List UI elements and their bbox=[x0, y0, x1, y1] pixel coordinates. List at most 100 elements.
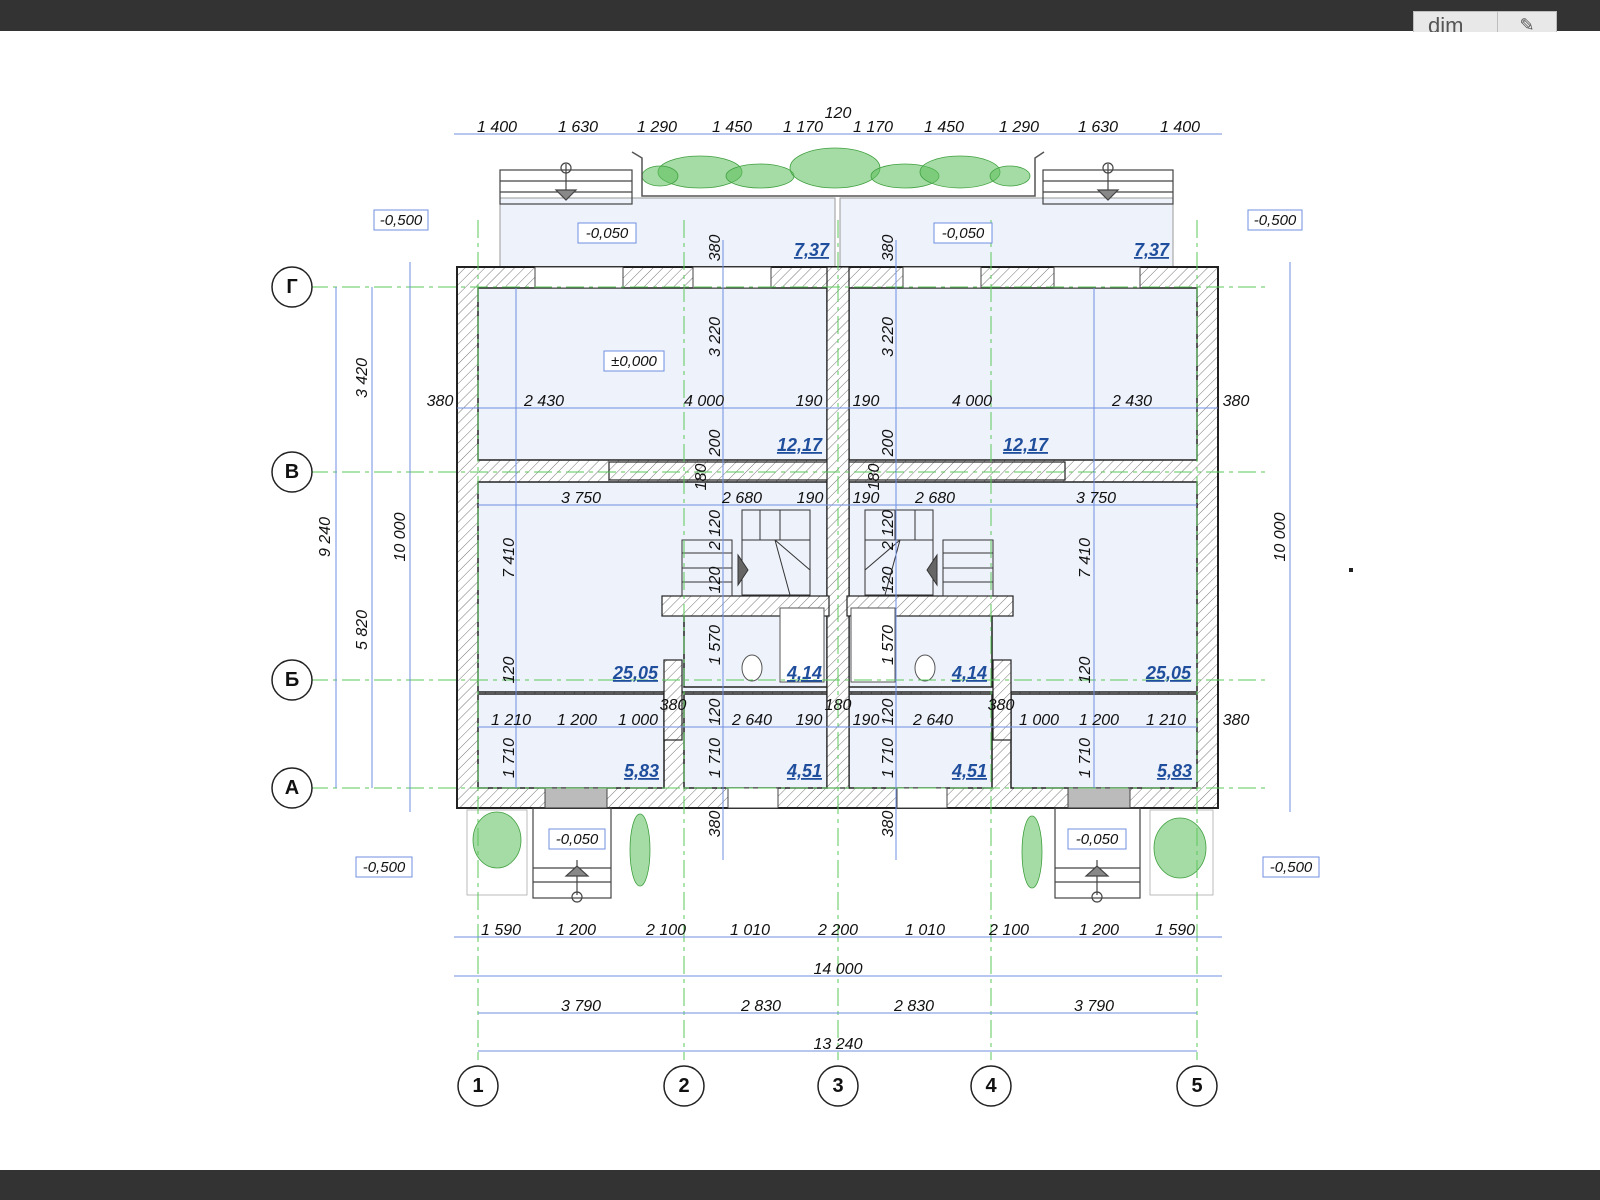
dim-row3-4: 380 bbox=[660, 697, 687, 714]
viewer-bottom-bar bbox=[0, 1170, 1600, 1200]
dim-v-120-mid-right: 120 bbox=[880, 699, 897, 726]
axis-label-v: В bbox=[285, 461, 299, 483]
dim-v-120-left: 120 bbox=[501, 657, 518, 684]
dim-v-1710-inner-right: 1 710 bbox=[880, 738, 897, 778]
dim-v-200-right: 200 bbox=[880, 430, 897, 458]
dim-top-4: 1 450 bbox=[712, 119, 752, 136]
rooms bbox=[477, 287, 1198, 789]
area-wc-right: 4,51 bbox=[951, 761, 987, 781]
area-entry-left: 5,83 bbox=[624, 761, 659, 781]
dim-v-7410-left: 7 410 bbox=[501, 538, 518, 578]
dim-bottom-7: 2 100 bbox=[988, 922, 1029, 939]
dim-bottom-2: 1 200 bbox=[556, 922, 596, 939]
dim-top-2: 1 630 bbox=[558, 119, 598, 136]
area-living-right: 12,17 bbox=[1003, 435, 1049, 455]
top-step-left bbox=[499, 162, 633, 205]
dim-axis-2-3: 2 830 bbox=[740, 998, 781, 1015]
level-outer-bottom-left: -0,500 bbox=[363, 859, 406, 876]
level-terrace-left: -0,050 bbox=[586, 225, 629, 242]
dim-v-380-top-right: 380 bbox=[880, 235, 897, 262]
dim-row3-1: 1 210 bbox=[491, 712, 531, 729]
dim-v-3220-left: 3 220 bbox=[707, 317, 724, 357]
area-terrace-right: 7,37 bbox=[1134, 240, 1170, 260]
area-wc-left: 4,51 bbox=[786, 761, 822, 781]
dim-v-2120-right: 2 120 bbox=[880, 510, 897, 551]
dim-v-1710-inner-left: 1 710 bbox=[707, 738, 724, 778]
axis-label-g: Г bbox=[286, 276, 297, 298]
entrance-right bbox=[1054, 807, 1141, 903]
dim-v-1570-left: 1 570 bbox=[707, 625, 724, 665]
dim-bottom-1: 1 590 bbox=[481, 922, 521, 939]
tool-icon[interactable]: ✎ bbox=[1497, 11, 1557, 32]
dim-left-outer: 9 240 bbox=[317, 517, 334, 557]
dim-v-380-bottom-right: 380 bbox=[880, 811, 897, 838]
dim-row3-13: 380 bbox=[1223, 712, 1250, 729]
dim-axis-1-2: 3 790 bbox=[561, 998, 601, 1015]
dim-bottom-4: 1 010 bbox=[730, 922, 770, 939]
bath-fixtures bbox=[741, 607, 936, 683]
dim-v-1570-right: 1 570 bbox=[880, 625, 897, 665]
dim-row2-5: 2 680 bbox=[914, 490, 955, 507]
interior-stair-left bbox=[681, 509, 811, 597]
shrubs-bottom bbox=[466, 809, 1214, 896]
dim-v-7410-right: 7 410 bbox=[1077, 538, 1094, 578]
dim-v-2120-left: 2 120 bbox=[707, 510, 724, 551]
dim-left-a: 3 420 bbox=[354, 358, 371, 398]
level-terrace-right: -0,050 bbox=[942, 225, 985, 242]
level-floor: ±0,000 bbox=[611, 353, 657, 370]
axis-bubbles bbox=[271, 266, 1218, 1107]
level-entrance-right: -0,050 bbox=[1076, 831, 1119, 848]
level-entrance-left: -0,050 bbox=[556, 831, 599, 848]
dim-v-120-right: 120 bbox=[1077, 657, 1094, 684]
dim-v-1710-left: 1 710 bbox=[501, 738, 518, 778]
axis-label-5: 5 bbox=[1191, 1075, 1202, 1097]
dim-row3-11: 1 200 bbox=[1079, 712, 1119, 729]
dim-v-120-mid-left: 120 bbox=[707, 699, 724, 726]
dim-left-full: 10 000 bbox=[392, 512, 409, 561]
dim-row1-1: 380 bbox=[427, 393, 454, 410]
dim-v-120-stair-left: 120 bbox=[707, 567, 724, 594]
hedge-top bbox=[641, 147, 1031, 189]
level-outer-bottom-right: -0,500 bbox=[1270, 859, 1313, 876]
dim-v-380-bottom-left: 380 bbox=[707, 811, 724, 838]
dim-v-180-right: 180 bbox=[866, 464, 883, 491]
stray-dot bbox=[1349, 568, 1353, 572]
dim-v-380-top-left: 380 bbox=[707, 235, 724, 262]
dim-top-6: 1 170 bbox=[853, 119, 893, 136]
dim-v-200-left: 200 bbox=[707, 430, 724, 458]
axis-label-2: 2 bbox=[678, 1075, 689, 1097]
axis-label-b: Б bbox=[285, 669, 299, 691]
dim-bottom-3: 2 100 bbox=[645, 922, 686, 939]
dim-logo-text: dim bbox=[1428, 13, 1464, 33]
dim-axis-3-4: 2 830 bbox=[893, 998, 934, 1015]
level-outer-top-left: -0,500 bbox=[380, 212, 423, 229]
area-living-left: 12,17 bbox=[777, 435, 823, 455]
dim-v-1710-right: 1 710 bbox=[1077, 738, 1094, 778]
area-hall-left: 25,05 bbox=[612, 663, 659, 683]
dim-row3-7: 190 bbox=[853, 712, 880, 729]
axis-lines bbox=[310, 220, 1265, 1060]
dim-row3-12: 1 210 bbox=[1146, 712, 1186, 729]
entrance-left bbox=[532, 807, 612, 903]
dim-right-full: 10 000 bbox=[1272, 512, 1289, 561]
axis-label-4: 4 bbox=[985, 1075, 997, 1097]
area-bath-right: 4,14 bbox=[951, 663, 987, 683]
dimension-lines bbox=[335, 133, 1291, 1052]
dim-row1-5: 190 bbox=[853, 393, 880, 410]
dim-row1-4: 190 bbox=[796, 393, 823, 410]
axis-label-3: 3 bbox=[832, 1075, 843, 1097]
dim-v-180-left: 180 bbox=[693, 464, 710, 491]
dim-top-3: 1 290 bbox=[637, 119, 677, 136]
dim-row1-6: 4 000 bbox=[952, 393, 992, 410]
dim-top-5: 1 170 bbox=[783, 119, 823, 136]
top-step-right bbox=[1042, 162, 1174, 205]
dim-bottom-6: 1 010 bbox=[905, 922, 945, 939]
dim-v-120-stair-right: 120 bbox=[880, 567, 897, 594]
dim-top-10: 1 400 bbox=[1160, 119, 1200, 136]
dim-row1-3: 4 000 bbox=[684, 393, 724, 410]
dim-row3-6: 190 bbox=[796, 712, 823, 729]
dim-row3-10: 1 000 bbox=[1019, 712, 1059, 729]
dim-row1-8: 380 bbox=[1223, 393, 1250, 410]
dim-row3-8: 2 640 bbox=[912, 712, 953, 729]
